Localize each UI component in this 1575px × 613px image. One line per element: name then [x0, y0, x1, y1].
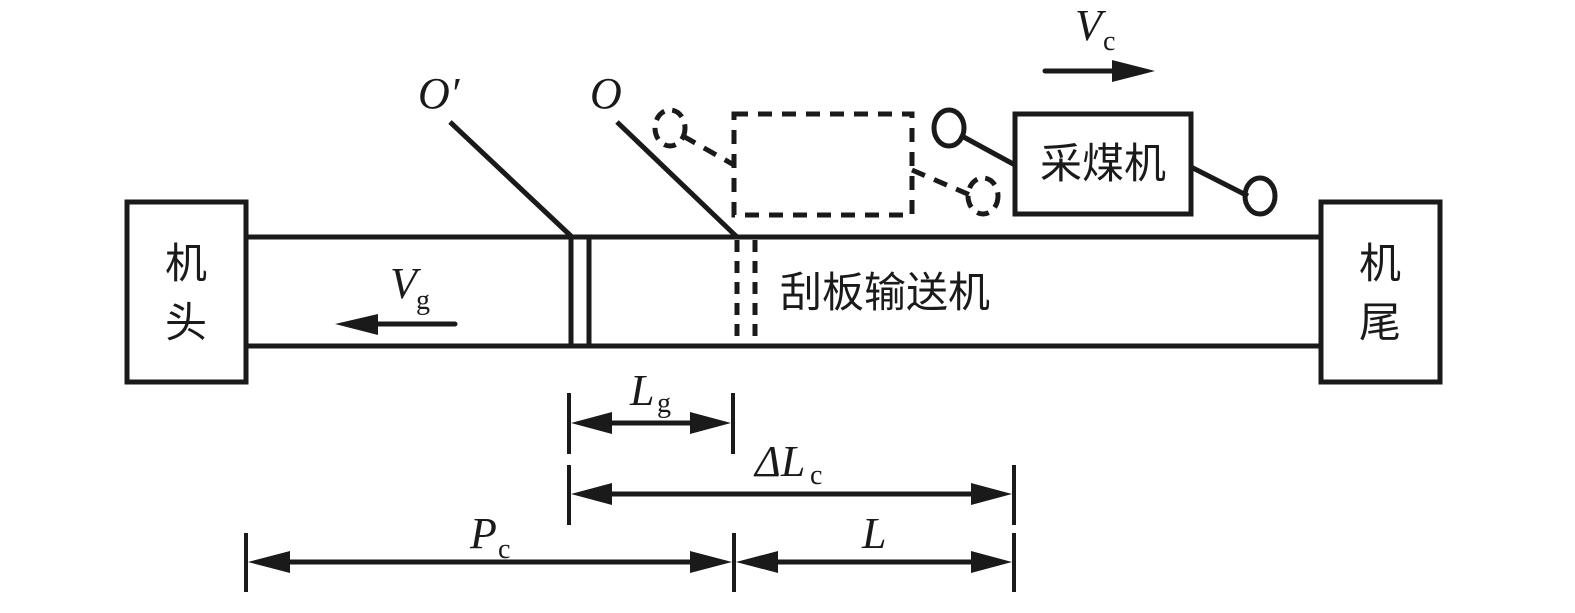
- vg-arrow: V g: [335, 259, 458, 335]
- tail-label-1: 机: [1359, 239, 1401, 288]
- shearer-label: 采煤机: [1040, 139, 1166, 188]
- pc-label: P: [469, 509, 497, 558]
- shearer: 采煤机: [931, 107, 1278, 217]
- o-prime-leader: [448, 120, 574, 239]
- conveyor-label: 刮板输送机: [780, 268, 990, 317]
- head-label-2: 头: [165, 298, 207, 347]
- vc-subscript: c: [1103, 26, 1115, 57]
- l-label: L: [861, 509, 886, 558]
- ghost-left-arm: [681, 133, 736, 168]
- lg-arrowhead-left: [571, 412, 612, 434]
- l-arrowhead-left: [736, 551, 778, 573]
- pc-arrowhead-left: [248, 551, 290, 573]
- vg-arrowhead: [335, 314, 378, 335]
- conveyor-tail: 机 尾: [1318, 199, 1443, 385]
- dlc-subscript: c: [810, 460, 822, 491]
- lg-label: L: [629, 366, 654, 415]
- shearer-right-drum: [1242, 175, 1278, 217]
- head-box: [124, 199, 249, 385]
- shearer-left-arm: [958, 132, 1017, 168]
- o-prime-marker: O′: [418, 69, 592, 346]
- pc-subscript: c: [498, 534, 510, 565]
- shearer-right-arm: [1189, 164, 1250, 199]
- tail-box: [1318, 199, 1443, 385]
- dimension-delta-lc: ΔL c: [567, 437, 1016, 525]
- head-label-1: 机: [165, 239, 207, 288]
- o-leader: [615, 120, 739, 239]
- dlc-arrowhead-left: [571, 483, 612, 505]
- vg-subscript: g: [416, 285, 430, 316]
- ghost-left-drum: [652, 107, 688, 149]
- pc-arrowhead-right: [690, 551, 732, 573]
- ghost-shearer-box: [731, 111, 915, 218]
- tail-label-2: 尾: [1359, 298, 1401, 347]
- vg-label: V: [390, 259, 422, 308]
- o-label: O: [590, 69, 622, 118]
- vc-arrow: V c: [1042, 1, 1155, 82]
- ghost-right-arm: [911, 167, 971, 198]
- shearer-box: [1012, 111, 1194, 217]
- lg-subscript: g: [657, 388, 671, 419]
- l-arrowhead-right: [971, 551, 1012, 573]
- conveyor-body: 刮板输送机: [246, 234, 1321, 349]
- vc-arrowhead: [1112, 60, 1155, 82]
- dimension-pc: P c: [244, 509, 736, 592]
- dlc-label: ΔL: [753, 437, 805, 486]
- shearer-left-drum: [931, 107, 967, 149]
- vc-label: V: [1075, 1, 1107, 50]
- dimension-lg: L g: [567, 366, 735, 454]
- shearer-previous-position: [652, 107, 1001, 218]
- dlc-arrowhead-right: [971, 483, 1012, 505]
- o-marker: O: [590, 69, 758, 346]
- dimension-l: L: [736, 509, 1016, 592]
- o-prime-label: O′: [418, 69, 461, 118]
- lg-arrowhead-right: [690, 412, 731, 434]
- conveyor-head: 机 头: [124, 199, 249, 385]
- ghost-right-drum: [965, 175, 1001, 217]
